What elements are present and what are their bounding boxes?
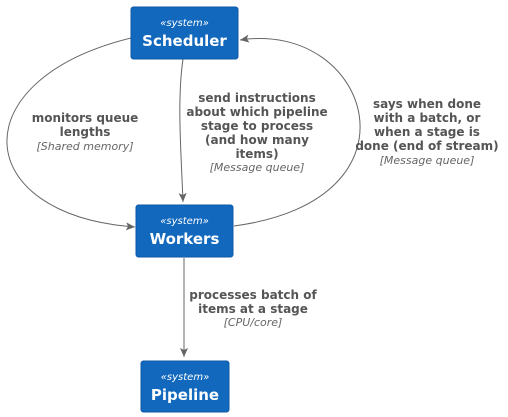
label-done-line: with a batch, or [374, 111, 481, 125]
label-processes-line: processes batch of [189, 288, 317, 302]
edge-instructions [178, 58, 187, 203]
pipeline-node[interactable]: «system» Pipeline [140, 360, 230, 413]
label-done-tech: [Message queue] [380, 154, 475, 167]
label-done-line: done (end of stream) [355, 139, 498, 153]
pipeline-stereotype: «system» [161, 372, 210, 383]
pipeline-title: Pipeline [151, 386, 219, 404]
label-done: says when done with a batch, or when a s… [355, 97, 498, 167]
label-instructions-line: send instructions [198, 91, 315, 105]
label-monitors-tech: [Shared memory] [36, 140, 133, 153]
label-instructions-line: stage to process [201, 119, 313, 133]
scheduler-title: Scheduler [142, 32, 227, 50]
scheduler-node[interactable]: «system» Scheduler [130, 6, 239, 60]
label-monitors-line: lengths [60, 125, 111, 139]
workers-title: Workers [150, 230, 220, 248]
edge-monitors [6, 37, 136, 231]
workers-stereotype: «system» [160, 216, 209, 227]
label-instructions-line: (and how many [205, 133, 309, 147]
label-instructions-line: items) [235, 147, 278, 161]
label-monitors: monitors queue lengths [Shared memory] [32, 111, 139, 153]
edge-done [233, 34, 361, 227]
label-instructions-tech: [Message queue] [210, 161, 305, 174]
label-instructions-line: about which pipeline [186, 105, 327, 119]
label-monitors-line: monitors queue [32, 111, 139, 125]
label-instructions: send instructions about which pipeline s… [186, 91, 327, 174]
workers-node[interactable]: «system» Workers [135, 204, 234, 258]
label-done-line: says when done [373, 97, 481, 111]
label-done-line: when a stage is [374, 125, 480, 139]
label-processes-line: items at a stage [198, 302, 308, 316]
label-processes: processes batch of items at a stage [CPU… [189, 288, 317, 329]
scheduler-stereotype: «system» [160, 18, 209, 29]
label-processes-tech: [CPU/core] [224, 316, 283, 329]
